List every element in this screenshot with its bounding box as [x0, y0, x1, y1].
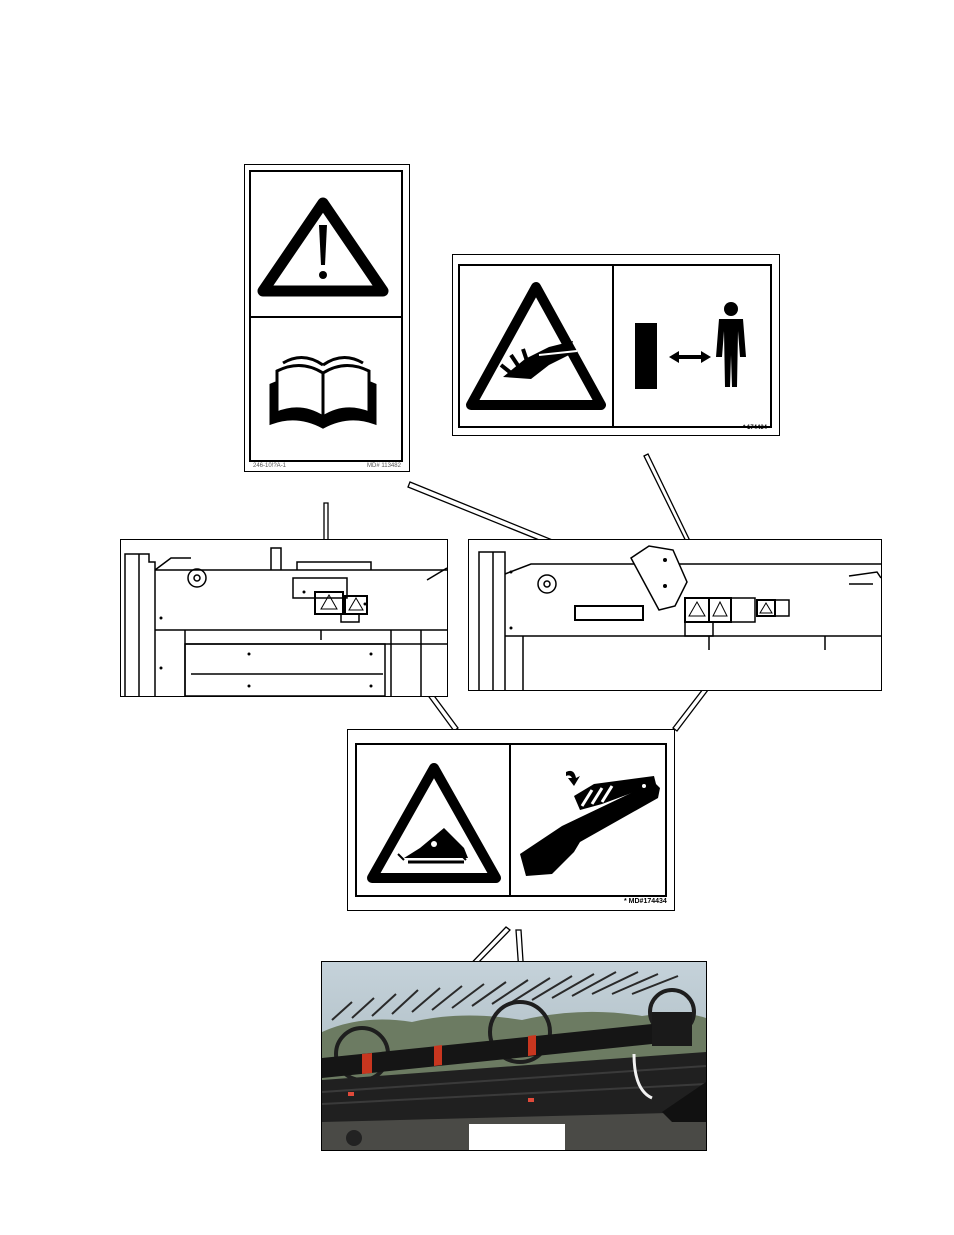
- keep-distance-person-icon: [635, 302, 746, 389]
- decal-left-code: 246-10!?A-1: [253, 463, 286, 469]
- photo-label-box: [469, 1124, 565, 1150]
- open-book-icon: [271, 357, 375, 427]
- diagram-right-endsheet: [468, 539, 882, 691]
- decal-code: * MD#174434: [624, 898, 667, 905]
- decal-code: * 174434: [743, 425, 767, 431]
- decal-read-manual: 246-10!?A-1 MD# 113482: [244, 164, 410, 472]
- decal-keep-away: * 174434: [452, 254, 780, 436]
- reel-crush-warning-icon: [372, 768, 496, 878]
- decal-reel-crush: * MD#174434: [347, 729, 675, 911]
- warning-exclamation-icon: [263, 203, 383, 291]
- diagram-left-endsheet: [120, 539, 448, 697]
- photo-header-reel: [321, 961, 707, 1151]
- hand-entanglement-warning-icon: [471, 287, 601, 405]
- decal-right-code: MD# 113482: [367, 463, 401, 469]
- reel-arm-lock-icon: [520, 771, 660, 876]
